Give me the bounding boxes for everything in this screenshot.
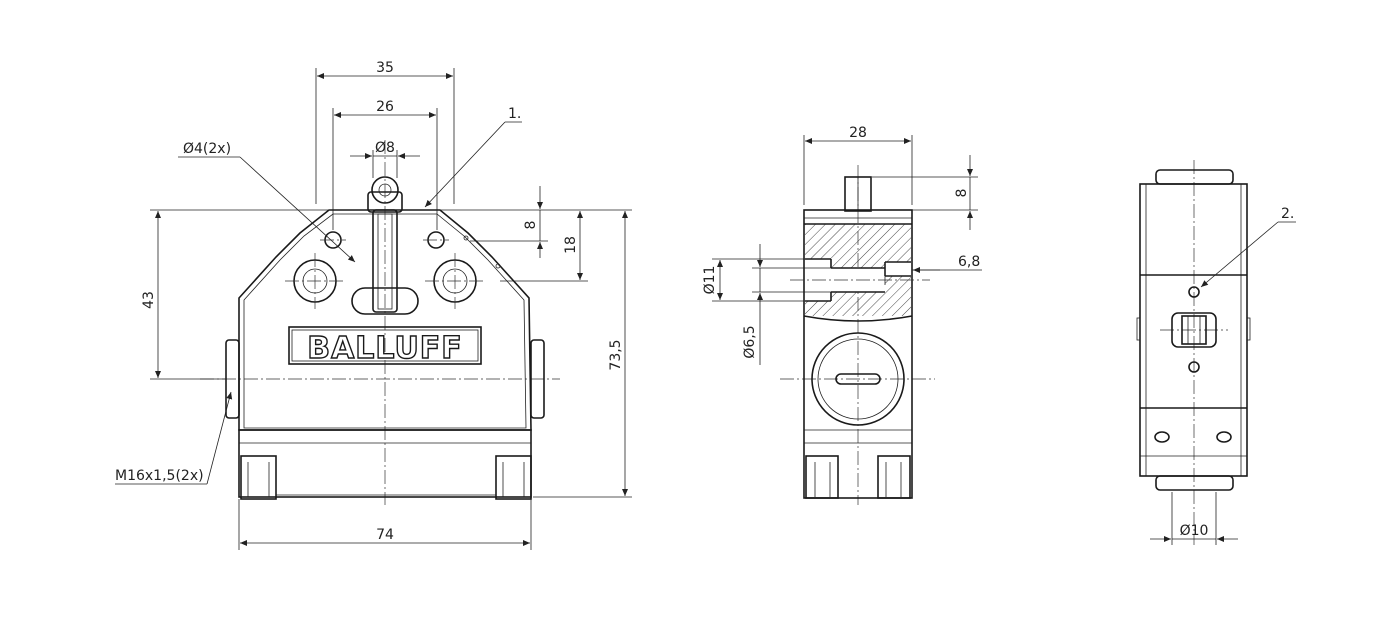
plunger-head xyxy=(367,191,403,213)
rear-hole-bottom xyxy=(1188,361,1200,373)
dim-bore: Ø6,5 xyxy=(742,325,758,358)
dim-height-43: 43 xyxy=(141,291,157,309)
base-foot-left xyxy=(240,455,277,500)
slot-opening xyxy=(351,287,419,315)
front-view: BALLUFF 35 26 Ø8 Ø4(2x) 1. 43 xyxy=(115,60,632,550)
plunger-channel xyxy=(372,209,398,313)
rear-bottom-boss xyxy=(1155,475,1234,491)
dim-bore-depth: 6,8 xyxy=(958,254,980,270)
dim-upper-height: 18 xyxy=(563,236,579,254)
rear-slot-left xyxy=(1154,431,1170,443)
thread-label: M16x1,5(2x) xyxy=(115,468,204,484)
rear-top-boss xyxy=(1155,169,1234,185)
dim-plunger-travel: 8 xyxy=(523,221,539,230)
rear-actuator-core xyxy=(1181,315,1207,345)
rear-slot-right xyxy=(1216,431,1232,443)
dim-counterbore: Ø11 xyxy=(702,266,718,295)
rear-hole-top xyxy=(1188,286,1200,298)
dim-depth-28: 28 xyxy=(849,125,867,141)
housing-base xyxy=(238,429,532,498)
callout-1: 1. xyxy=(508,106,521,122)
side-view: 28 8 Ø11 Ø6,5 6,8 xyxy=(702,125,982,505)
dim-total-width: 74 xyxy=(376,527,394,543)
dim-boss-dia: Ø10 xyxy=(1180,523,1209,539)
logo-plate xyxy=(288,326,482,365)
dim-inner-26: 26 xyxy=(376,99,394,115)
rear-actuator xyxy=(1171,312,1217,348)
side-round-cover xyxy=(811,332,905,426)
base-foot-right xyxy=(495,455,532,500)
callout-2: 2. xyxy=(1281,206,1294,222)
roller xyxy=(371,176,399,204)
side-slot xyxy=(835,373,881,385)
brand-label: BALLUFF xyxy=(307,331,463,366)
rear-view: 2. Ø10 xyxy=(1136,160,1296,545)
dim-plunger-height: 8 xyxy=(954,189,970,198)
dim-hole-dia: Ø4(2x) xyxy=(183,141,231,157)
side-body xyxy=(803,209,913,499)
dim-roller-dia: Ø8 xyxy=(375,140,395,156)
dim-width-35: 35 xyxy=(376,60,394,76)
dim-total-height: 73,5 xyxy=(608,339,624,370)
